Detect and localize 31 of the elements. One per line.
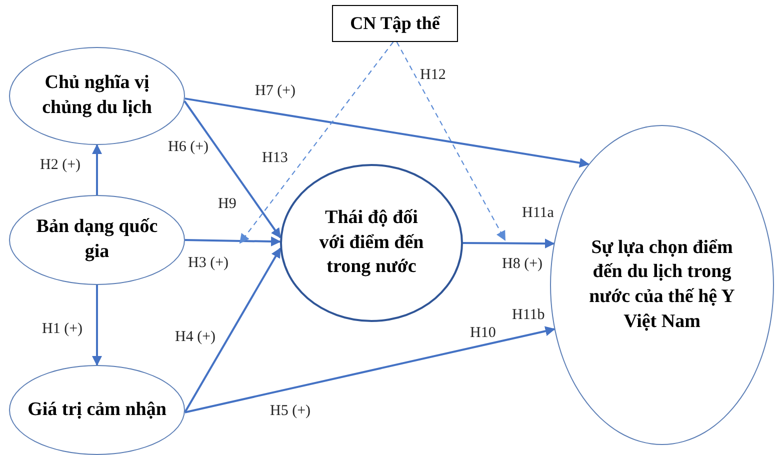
construct-name: CN Tập thể (349, 12, 442, 35)
hypothesis-label: H5 (+) (270, 404, 311, 419)
hypothesis-label: H3 (+) (188, 256, 229, 271)
hypothesis-label: H11a (522, 206, 554, 221)
arrow (184, 248, 282, 413)
hypothesis-label: H2 (+) (40, 158, 81, 173)
arrow (184, 236, 282, 246)
hypothesis-label: H6 (+) (168, 140, 209, 155)
hypothesis-label: H11b (512, 308, 545, 323)
arrow (184, 100, 282, 238)
hypothesis-label: H1 (+) (42, 322, 83, 337)
arrow (463, 238, 555, 249)
arrow (92, 285, 102, 366)
hypothesis-label: H10 (470, 326, 496, 341)
hypothesis-label: H12 (420, 68, 446, 83)
hypothesis-label: H9 (218, 197, 236, 212)
construct-name: Chủ nghĩa vị chủng du lịch (41, 71, 153, 120)
dashed-arrow (396, 42, 506, 241)
construct-name: Sự lựa chọn điểm đến du lịch trong nước của thế hệ Y Việt Nam (588, 236, 736, 334)
construct-name: Giá trị cảm nhận (27, 398, 167, 422)
dashed-arrow (239, 42, 394, 244)
construct-box (332, 5, 458, 42)
hypothesis-label: H4 (+) (175, 330, 216, 345)
arrow (92, 144, 102, 195)
construct-name: Bản dạng quốc gia (35, 215, 159, 264)
hypothesis-label: H8 (+) (502, 257, 543, 272)
hypothesis-label: H7 (+) (255, 84, 296, 99)
arrow (184, 326, 556, 414)
arrow (184, 98, 590, 168)
hypothesis-label: H13 (262, 151, 288, 166)
construct-name: Thái độ đối với điểm đến trong nước (318, 206, 425, 280)
